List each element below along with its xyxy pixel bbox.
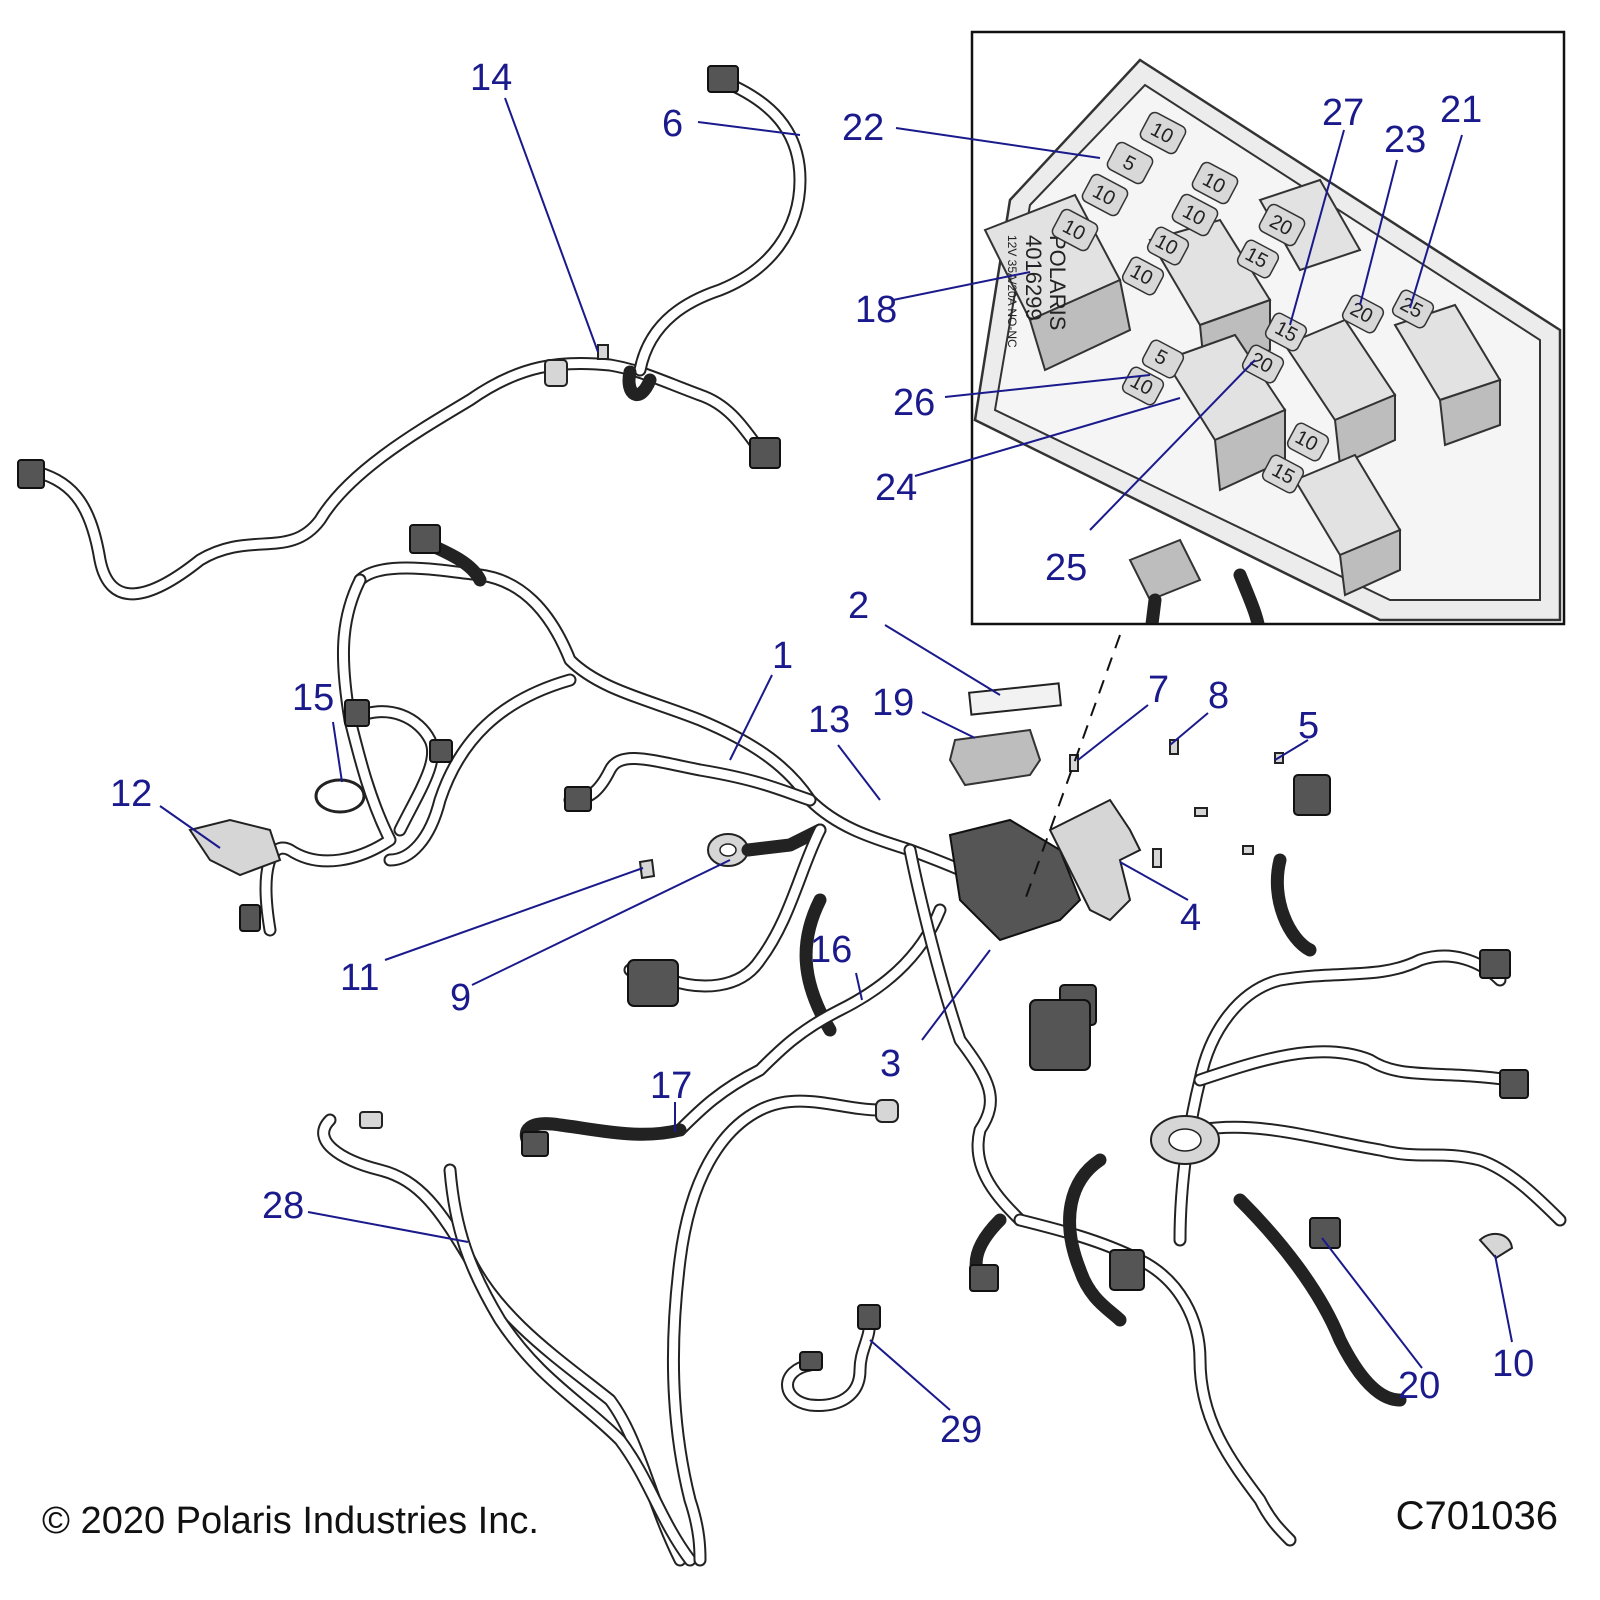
callout-18: 18 (855, 289, 897, 331)
jumper-harness (781, 1304, 881, 1412)
callout-29: 29 (940, 1409, 982, 1451)
fuse-grid: 10 5 10 10 10 10 20 10 10 15 5 (1051, 111, 1435, 494)
copyright-notice: © 2020 Polaris Industries Inc. (42, 1500, 539, 1542)
callout-6: 6 (662, 103, 683, 145)
callout-1: 1 (772, 635, 793, 677)
fuse-box-assembly (948, 634, 1284, 942)
callout-14: 14 (470, 57, 512, 99)
upper-harness (17, 65, 807, 601)
callout-11: 11 (340, 957, 379, 999)
callout-4: 4 (1180, 897, 1201, 939)
relay-brand-label: POLARIS (1045, 235, 1070, 330)
battery-cables (317, 1094, 899, 1567)
callout-20: 20 (1398, 1365, 1440, 1407)
relay-rating-label: 12V 35A/20A NO-NC (1005, 235, 1019, 348)
callout-24: 24 (875, 467, 917, 509)
drawing-number: C701036 (1395, 1494, 1558, 1538)
callout-26: 26 (893, 382, 935, 424)
fuse-box-inset: POLARIS 4016299 12V 35A/20A NO-NC 10 5 (970, 30, 1566, 626)
callout-28: 28 (262, 1185, 304, 1227)
callout-numbers: 1 2 3 4 5 6 7 8 9 10 11 12 13 14 15 16 1… (110, 57, 1534, 1451)
callout-17: 17 (650, 1065, 692, 1107)
callout-21: 21 (1440, 89, 1482, 131)
callout-2: 2 (848, 585, 869, 627)
callout-5: 5 (1298, 705, 1319, 747)
leader-lines (159, 97, 1513, 1411)
relay-part-number-label: 4016299 (1021, 235, 1046, 321)
callout-23: 23 (1384, 119, 1426, 161)
callout-25: 25 (1045, 547, 1087, 589)
callout-16: 16 (810, 929, 852, 971)
callout-3: 3 (880, 1043, 901, 1085)
callout-19: 19 (872, 682, 914, 724)
callout-8: 8 (1208, 675, 1229, 717)
main-harness (188, 524, 1567, 1547)
callout-9: 9 (450, 977, 471, 1019)
callout-13: 13 (808, 699, 850, 741)
callout-7: 7 (1148, 669, 1169, 711)
callout-15: 15 (292, 677, 334, 719)
callout-22: 22 (842, 107, 884, 149)
callout-12: 12 (110, 773, 152, 815)
callout-27: 27 (1322, 92, 1364, 134)
callout-10: 10 (1492, 1343, 1534, 1385)
